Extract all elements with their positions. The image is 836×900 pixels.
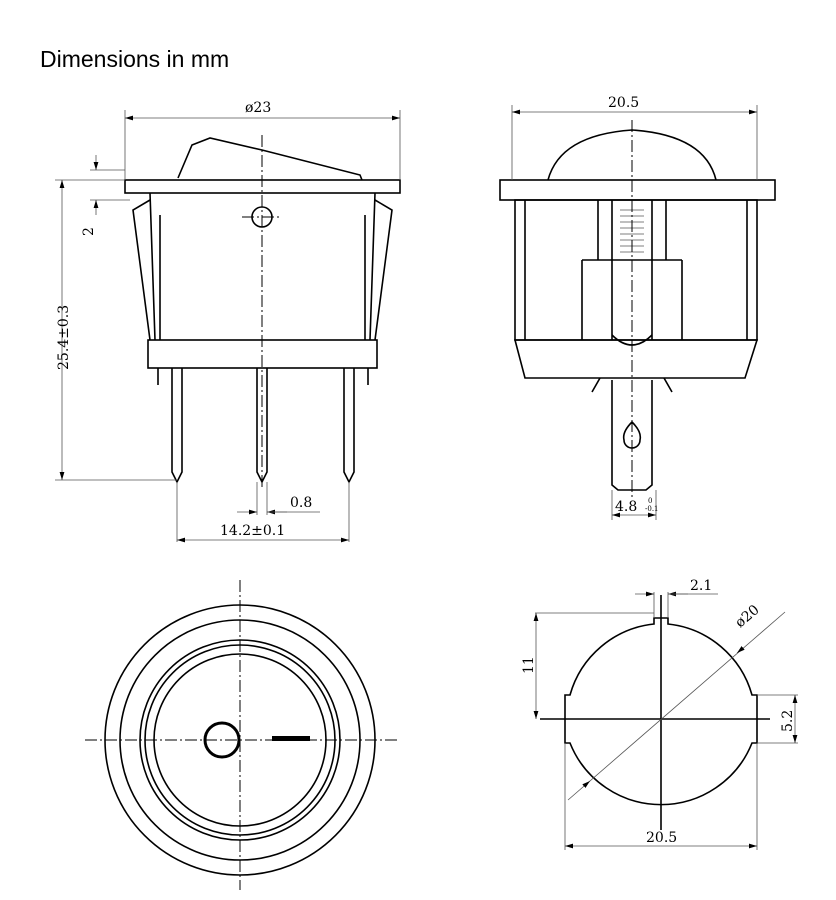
pins xyxy=(171,368,355,484)
panel-cutout-view: ø20 2.1 11 5.2 20.5 xyxy=(521,578,798,850)
dim-height: 25.4±0.3 xyxy=(56,305,72,370)
page-title: Dimensions in mm xyxy=(40,46,230,72)
front-view: ø23 25.4±0.3 2 0.8 14.2±0.1 xyxy=(55,100,401,543)
side-base xyxy=(513,339,759,379)
dim-cutout-diameter: ø20 xyxy=(732,602,762,631)
rocker-actuator xyxy=(177,137,363,181)
dim-notch: 2.1 xyxy=(690,578,712,594)
tab-tolerance-upper: 0 xyxy=(648,497,652,505)
tab-tolerance-lower: -0.1 xyxy=(645,505,659,513)
dim-flange: 2 xyxy=(81,227,97,236)
dim-height-11: 11 xyxy=(521,656,537,674)
dim-tab-width: 4.8 xyxy=(615,499,637,515)
dim-flat: 5.2 xyxy=(780,710,796,732)
dim-width: 20.5 xyxy=(608,95,639,111)
top-view xyxy=(85,580,400,890)
snap-clips xyxy=(132,199,393,341)
dim-diameter-23: ø23 xyxy=(245,100,271,116)
dim-pin-span: 14.2±0.1 xyxy=(220,523,285,539)
cutout-outline xyxy=(564,617,758,806)
dim-pin-width: 0.8 xyxy=(290,495,312,511)
dim-cutout-width: 20.5 xyxy=(646,830,677,846)
side-flange xyxy=(499,179,776,201)
side-view: 20.5 4.8 0 -0.1 xyxy=(499,95,776,520)
on-symbol xyxy=(272,736,310,741)
